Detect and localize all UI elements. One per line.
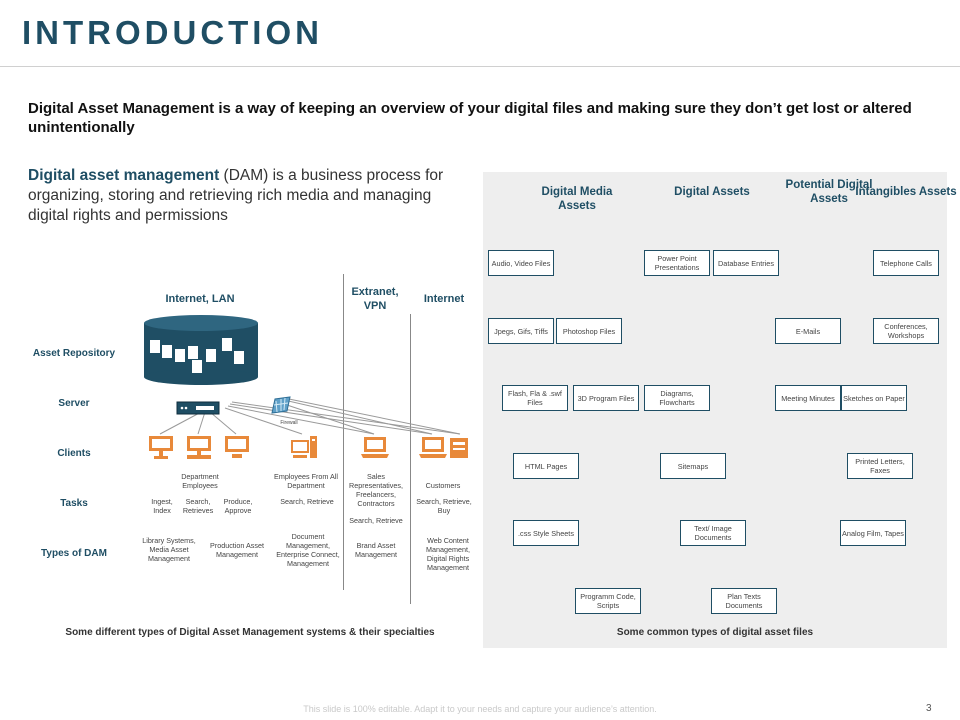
asset-box: Photoshop Files: [556, 318, 622, 344]
client-label: Employees From All Department: [274, 472, 338, 490]
workstation-icon: [149, 436, 173, 459]
asset-box: Database Entries: [713, 250, 779, 276]
row-label-clients: Clients: [57, 448, 91, 459]
desktop-computer-icon: [187, 436, 211, 459]
client-label: Sales Representatives, Freelancers, Cont…: [349, 472, 403, 508]
dam-type-label: Document Management, Enterprise Connect,…: [276, 532, 340, 568]
subtitle: Digital Asset Management is a way of kee…: [28, 100, 912, 136]
asset-box: Analog Film, Tapes: [840, 520, 906, 546]
dam-type-label: Web Content Management, Digital Rights M…: [426, 536, 470, 572]
asset-box: Power Point Presentations: [644, 250, 710, 276]
asset-box: Flash, Fla & .swf Files: [502, 385, 568, 411]
dam-type-label: Production Asset Management: [210, 541, 264, 559]
database-icon: [144, 315, 258, 385]
intro-paragraph: Digital asset management (DAM) is a busi…: [28, 166, 468, 226]
row-label-types-of-dam: Types of DAM: [41, 548, 107, 559]
pc-tower-icon-2: [450, 438, 468, 458]
asset-box: Printed Letters, Faxes: [847, 453, 913, 479]
column-intangibles-assets: Intangibles Assets: [855, 186, 957, 198]
monitor-icon: [225, 436, 249, 458]
connector-lines: [159, 397, 461, 435]
intro-text: (DAM) is a business process for organizi…: [28, 167, 444, 224]
zone-divider-2: [410, 314, 411, 604]
asset-box: 3D Program Files: [573, 385, 639, 411]
firewall-icon: [271, 396, 291, 414]
asset-box: Jpegs, Gifs, Tiffs: [488, 318, 554, 344]
zone-extranet-vpn: Extranet, VPN: [351, 286, 399, 312]
laptop-icon: [361, 437, 389, 458]
asset-box: Sketches on Paper: [841, 385, 907, 411]
row-label-tasks: Tasks: [60, 498, 88, 509]
title-divider: [0, 66, 960, 67]
asset-box: Plan Texts Documents: [711, 588, 777, 614]
column-potential-digital-assets: Potential Digital Assets: [785, 179, 873, 205]
task-label: Search, Retrieves: [182, 497, 214, 515]
dam-type-label: Library Systems, Media Asset Management: [142, 536, 196, 563]
server-icon: [176, 401, 220, 415]
task-label: Search, Retrieve, Buy: [416, 497, 472, 515]
asset-box: .css Style Sheets: [513, 520, 579, 546]
zone-internet: Internet: [423, 293, 465, 305]
laptop-icon-2: [419, 437, 447, 458]
asset-box: Meeting Minutes: [775, 385, 841, 411]
row-label-server: Server: [58, 398, 90, 409]
footer-note: This slide is 100% editable. Adapt it to…: [303, 704, 657, 714]
right-panel-caption: Some common types of digital asset files: [616, 627, 814, 638]
asset-box: Sitemaps: [660, 453, 726, 479]
dam-type-label: Brand Asset Management: [355, 541, 397, 559]
asset-box: Telephone Calls: [873, 250, 939, 276]
client-label: Customers: [425, 481, 461, 490]
asset-box: Programm Code, Scripts: [575, 588, 641, 614]
zone-internet-lan: Internet, LAN: [165, 293, 235, 305]
asset-box: E-Mails: [775, 318, 841, 344]
task-label: Ingest, Index: [151, 497, 173, 515]
pc-tower-icon: [291, 436, 317, 458]
page-number: 3: [926, 703, 932, 714]
task-label: Search, Retrieve: [349, 516, 403, 525]
task-label: Produce, Approve: [223, 497, 253, 515]
asset-box: Conferences, Workshops: [873, 318, 939, 344]
task-label: Search, Retrieve: [280, 497, 334, 506]
column-digital-assets: Digital Assets: [674, 186, 750, 198]
page-title: INTRODUCTION: [22, 14, 323, 51]
zone-divider-1: [343, 274, 344, 590]
asset-box: Text/ Image Documents: [680, 520, 746, 546]
row-label-asset-repository: Asset Repository: [32, 348, 116, 359]
asset-box: HTML Pages: [513, 453, 579, 479]
column-digital-media-assets: Digital Media Assets: [541, 186, 613, 212]
asset-box: Diagrams, Flowcharts: [644, 385, 710, 411]
asset-box: Audio, Video Files: [488, 250, 554, 276]
intro-bold: Digital asset management: [28, 167, 220, 184]
firewall-label: Firewall: [280, 420, 298, 426]
left-diagram-caption: Some different types of Digital Asset Ma…: [65, 627, 435, 638]
client-label: Department Employees: [181, 472, 219, 490]
